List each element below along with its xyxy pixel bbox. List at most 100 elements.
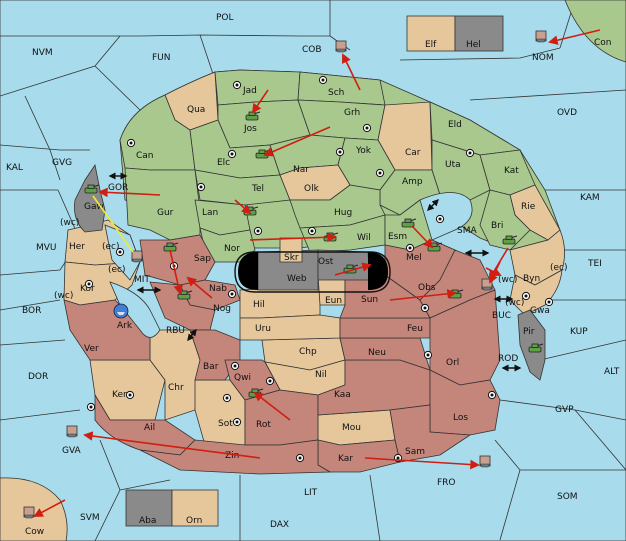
label-sap: Sap: [194, 254, 211, 264]
support-line-gaw-mit: [92, 195, 134, 253]
label-hug: Hug: [334, 208, 352, 218]
label-bar: Bar: [203, 362, 219, 372]
supply-center-dot-icon: [524, 294, 528, 298]
label-nog: Nog: [213, 304, 231, 314]
province-pir[interactable]: [517, 309, 546, 381]
label-rod: ROD: [498, 354, 518, 364]
province-bri[interactable]: [479, 189, 531, 251]
crossing-sma-n: [427, 199, 439, 211]
label-ver: Ver: [84, 344, 99, 354]
label-ec3: (ec): [550, 263, 568, 273]
label-buc: BUC: [492, 311, 511, 321]
label-sam: Sam: [405, 447, 425, 457]
order-arrow-kar-fro: [364, 457, 480, 470]
label-aba: Aba: [139, 516, 156, 526]
province-labels: POL NVM FUN COB NOM Con Elf Hel OVD KAL …: [6, 13, 620, 537]
label-web: Web: [287, 274, 307, 284]
supply-center-dot-icon: [365, 126, 369, 130]
label-hel: Hel: [466, 40, 481, 50]
label-ovd: OVD: [557, 108, 577, 118]
label-pir: Pir: [523, 327, 535, 337]
label-gur: Gur: [157, 208, 174, 218]
central-lake-outline: [234, 251, 391, 293]
province-grh[interactable]: [297, 99, 386, 141]
army-unit-icon[interactable]: [401, 218, 417, 228]
label-som: SOM: [557, 492, 578, 502]
province-rot[interactable]: [244, 389, 319, 446]
label-obs: Obs: [418, 283, 436, 293]
label-svm: SVM: [80, 513, 100, 523]
province-jad[interactable]: [214, 69, 301, 106]
province-gwa[interactable]: [509, 269, 563, 316]
province-elf[interactable]: [406, 15, 456, 52]
label-orn: Orn: [186, 516, 202, 526]
label-gvg: GVG: [52, 158, 72, 168]
label-hil: Hil: [253, 300, 265, 310]
army-unit-icon[interactable]: [163, 242, 179, 252]
fleet-unit-icon[interactable]: [113, 303, 129, 319]
fleet-unit-icon[interactable]: [131, 250, 143, 263]
order-arrow-sun-obs: [389, 289, 457, 301]
label-cow: Cow: [25, 527, 44, 537]
crossing-arrows: [108, 172, 522, 372]
label-skr: Skr: [284, 253, 299, 263]
label-car: Car: [405, 148, 421, 158]
province-hel[interactable]: [454, 15, 504, 52]
label-pol: POL: [216, 13, 234, 23]
supply-center-dot-icon: [230, 292, 234, 296]
province-sap[interactable]: [139, 234, 216, 286]
army-unit-icon[interactable]: [528, 343, 544, 353]
province-hug[interactable]: [289, 184, 386, 229]
order-arrow-zin-gva: [83, 431, 261, 459]
label-dor: DOR: [28, 372, 48, 382]
fleet-unit-icon[interactable]: [479, 455, 491, 468]
label-rie: Rie: [521, 202, 536, 212]
label-ail: Ail: [144, 423, 155, 433]
supply-center-dot-icon: [423, 306, 427, 310]
supply-center-dot-icon: [490, 393, 494, 397]
order-arrow-gur-gaw: [98, 187, 161, 198]
label-kup: KUP: [570, 327, 588, 337]
fleet-unit-icon[interactable]: [23, 506, 35, 519]
province-aba[interactable]: [125, 489, 173, 527]
order-arrow-svm-cow: [33, 499, 66, 517]
label-olk: Olk: [304, 184, 320, 194]
label-feu: Feu: [407, 324, 423, 334]
label-sun: Sun: [361, 295, 378, 305]
label-ec2: (ec): [108, 265, 126, 275]
supply-center-dot-icon: [128, 393, 132, 397]
label-bor: BOR: [22, 306, 41, 316]
label-nab: Nab: [209, 284, 227, 294]
label-con: Con: [594, 38, 612, 48]
label-amp: Amp: [402, 177, 423, 187]
label-chr: Chr: [168, 383, 184, 393]
order-arrow-nor-wil: [249, 232, 337, 243]
label-rot: Rot: [256, 420, 271, 430]
fleet-unit-icon[interactable]: [66, 425, 78, 438]
order-arrow-nog-nab: [186, 276, 213, 299]
label-elc: Elc: [217, 158, 230, 168]
army-unit-icon[interactable]: [84, 184, 100, 194]
province-orn[interactable]: [171, 489, 219, 527]
supply-center-dot-icon: [547, 300, 551, 304]
fleet-unit-icon[interactable]: [535, 30, 547, 43]
label-lan: Lan: [202, 208, 218, 218]
label-wil: Wil: [357, 233, 371, 243]
fleet-unit-icon[interactable]: [335, 40, 347, 53]
label-gvp: GVP: [555, 405, 574, 415]
label-gor: GOR: [108, 183, 128, 193]
label-zin: Zin: [225, 451, 239, 461]
supply-center-dot-icon: [338, 150, 342, 154]
label-jad: Jad: [242, 86, 257, 96]
supply-center-dot-icon: [321, 78, 325, 82]
province-gaw[interactable]: [74, 163, 106, 233]
army-unit-icon[interactable]: [502, 235, 518, 245]
label-mvu: MVU: [36, 243, 57, 253]
supply-center-dot-icon: [225, 396, 229, 400]
crossing-rbu: [187, 328, 197, 342]
fleet-unit-icon[interactable]: [481, 278, 493, 291]
supply-center-dot-icon: [87, 282, 91, 286]
label-grh: Grh: [344, 108, 360, 118]
